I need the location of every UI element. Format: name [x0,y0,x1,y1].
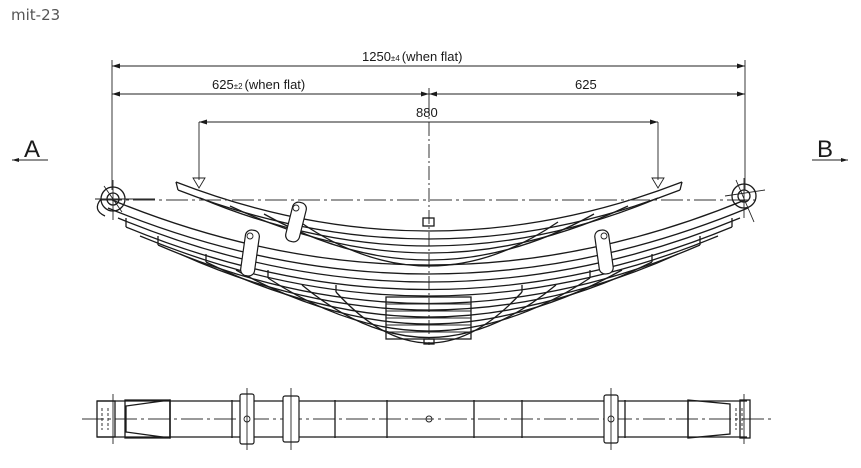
center-bolt-and-pad [385,217,472,345]
helper-span-text: 880 [416,105,438,120]
dimension-helper-span: 880 [192,105,665,189]
svg-text:A: A [24,136,40,163]
right-eye [724,178,766,223]
half-length-text: 625±2(when flat) [212,77,305,92]
half-length-right-text: 625 [575,77,597,92]
view-label-b: B [812,136,848,163]
spring-clips [240,201,614,277]
view-label-a: A [12,136,48,163]
helper-spring-leaves [175,181,683,267]
overall-length-text: 1250±4(when flat) [362,49,462,64]
plan-view [82,388,775,450]
main-spring-leaves [107,199,749,344]
dimension-overall: 1250±4(when flat) [112,49,745,69]
left-eye [95,180,155,220]
image-caption: mit-23 [11,6,61,24]
dimension-halves: 625±2(when flat) 625 [112,77,745,100]
svg-text:B: B [817,136,833,163]
